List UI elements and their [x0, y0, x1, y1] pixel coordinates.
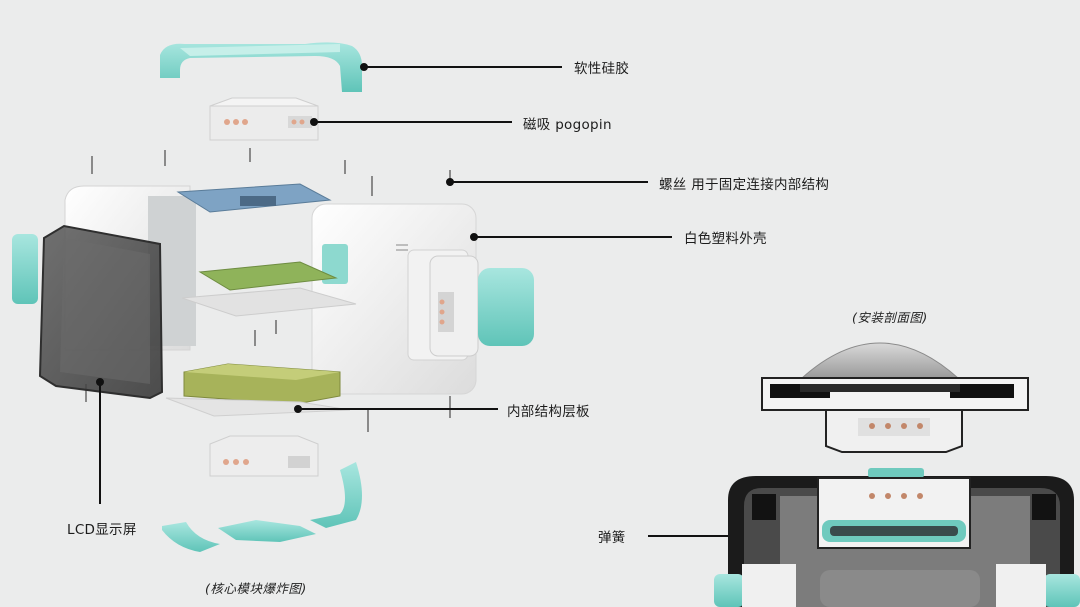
section-lower-shell [714, 468, 1080, 607]
inner-layer-plate-lower [165, 397, 351, 417]
leader-lines [96, 63, 840, 537]
battery-block [183, 363, 341, 405]
pcb-board-top [176, 183, 332, 213]
label-shell: 白色塑料外壳 [684, 231, 767, 247]
label-screw: 螺丝 用于固定连接内部结构 [659, 177, 830, 193]
lcd-screen [38, 224, 164, 400]
side-button-module [429, 255, 534, 357]
silicone-side-pad-left [12, 234, 38, 304]
silicone-top-cap [160, 42, 362, 92]
silicone-bottom-pieces [162, 462, 362, 552]
section-dome [800, 342, 960, 379]
caption-exploded-view: (核心模块爆炸图) [205, 581, 307, 596]
pogopin-module-top [209, 97, 319, 141]
label-spring: 弹簧 [598, 530, 626, 546]
label-pogopin: 磁吸 pogopin [523, 117, 612, 133]
label-layer: 内部结构层板 [507, 404, 590, 420]
caption-section-view: (安装剖面图) [852, 310, 928, 325]
label-silicone: 软性硅胶 [574, 61, 630, 77]
pogopin-module-bottom [209, 435, 319, 477]
pcb-board-middle [198, 261, 338, 291]
section-upper-housing [761, 377, 1029, 453]
inner-layer-plate-upper [181, 287, 357, 317]
label-lcd: LCD显示屏 [67, 522, 137, 538]
